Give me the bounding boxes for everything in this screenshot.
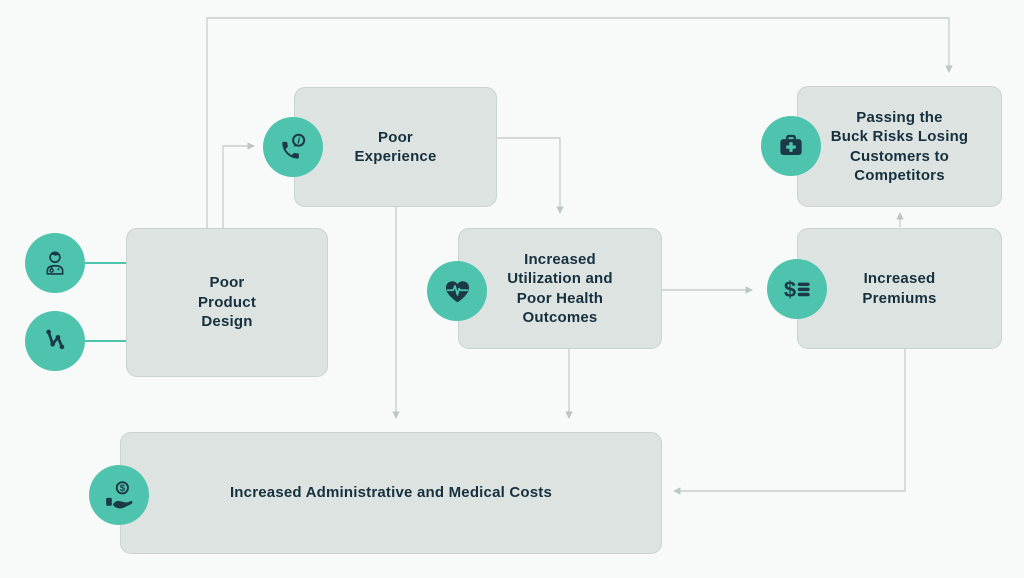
phone-info-icon: i [282,133,306,159]
node-label: Increased Administrative and Medical Cos… [229,484,553,502]
hand-coin-icon: $ [106,481,133,509]
edge-design-to-experience [222,142,255,228]
trend-line-icon-badge [25,311,85,371]
node-poor-experience: Poor Experience [294,87,497,207]
node-increased-premiums: Increased Premiums [797,228,1002,349]
dollar-list-icon-badge: $ [767,259,827,319]
dollar-list-icon: $ [783,277,810,302]
node-increased-utilization: Increased Utilization and Poor Health Ou… [458,228,662,349]
doctor-icon [46,251,64,275]
hand-coin-icon-badge: $ [89,465,149,525]
node-label: Increased Premiums [862,270,937,307]
info-glyph: i [297,136,300,147]
doctor-icon-badge [25,233,85,293]
node-label: Poor Experience [354,128,437,166]
coin-dollar-glyph: $ [120,483,126,494]
node-poor-product-design: Poor Product Design [126,228,328,377]
first-aid-kit-icon [780,134,802,156]
node-label: Increased Utilization and Poor Health Ou… [507,250,613,327]
node-label: Poor Product Design [197,274,257,331]
edge-premiums-to-costs [673,349,906,495]
heart-pulse-icon-badge [427,261,487,321]
dollar-glyph: $ [783,277,795,302]
heart-pulse-icon [445,280,469,302]
edge-design-to-passing [206,17,953,228]
phone-info-icon-badge: i [263,117,323,177]
edge-experience-to-utilization [497,137,564,214]
trend-line-icon [46,329,65,350]
first-aid-kit-icon-badge [761,116,821,176]
node-label: Passing the Buck Risks Losing Customers … [830,108,969,185]
node-increased-costs: Increased Administrative and Medical Cos… [120,432,662,554]
node-passing-the-buck: Passing the Buck Risks Losing Customers … [797,86,1002,207]
